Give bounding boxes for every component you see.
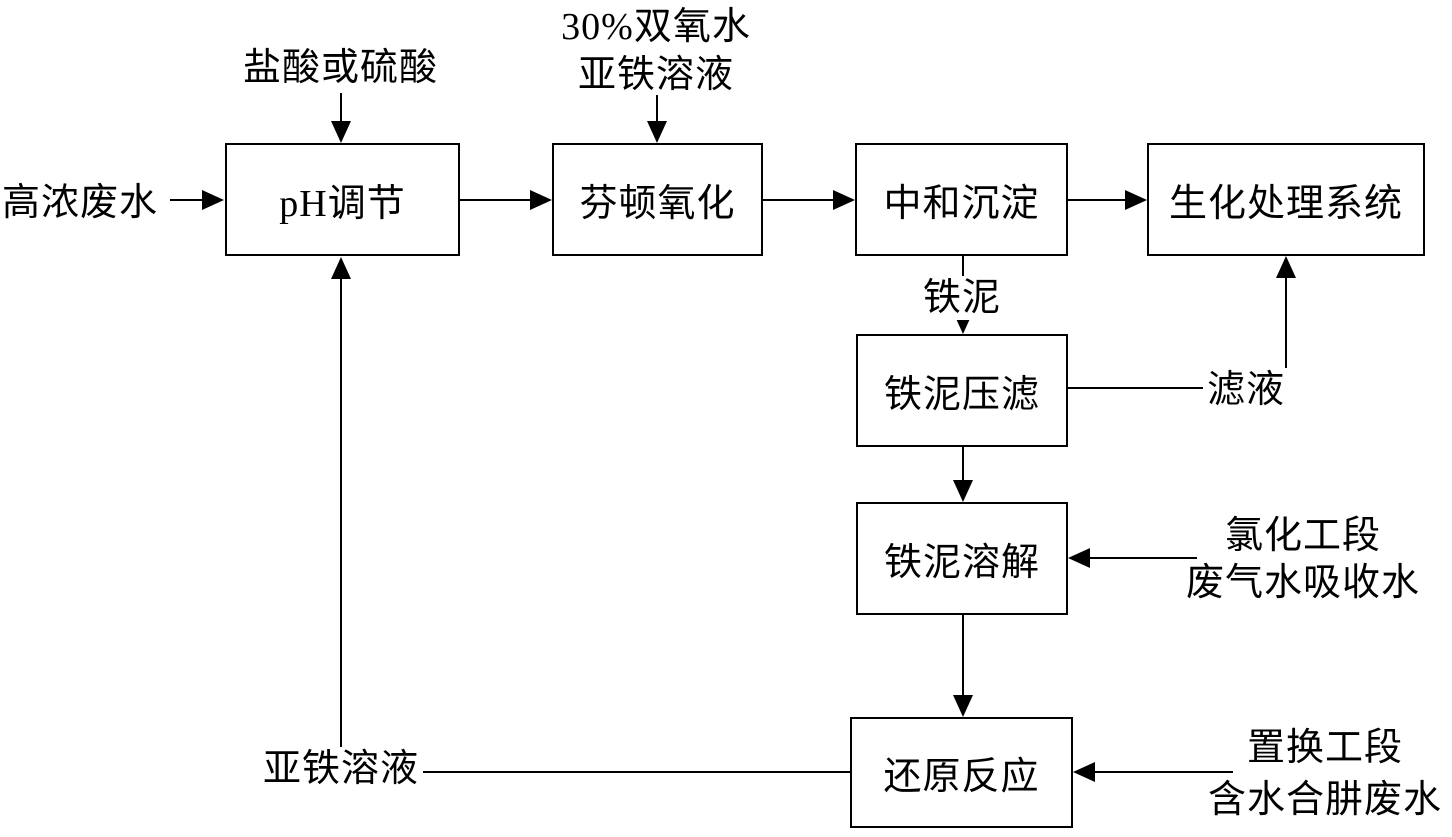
- label-line: 亚铁溶液: [577, 54, 734, 96]
- label-line: 氯化工段: [1224, 515, 1382, 557]
- edge-influent-to-ph: [170, 190, 224, 210]
- label-ferrous-solution-recycle: 亚铁溶液: [258, 747, 424, 791]
- box-label: 芬顿氧化: [579, 183, 736, 225]
- process-box-ph-adjust: pH调节: [225, 143, 460, 256]
- arrowhead-right-icon: [833, 190, 855, 210]
- process-box-sludge-dissolution: 铁泥溶解: [856, 502, 1068, 615]
- arrowhead-down-icon: [953, 480, 973, 502]
- box-label: 铁泥溶解: [883, 542, 1040, 584]
- edge-fenton-to-neutral: [763, 190, 855, 210]
- process-box-fenton-oxidation: 芬顿氧化: [552, 143, 763, 256]
- arrowhead-up-icon: [1276, 256, 1296, 278]
- box-label: 还原反应: [883, 756, 1040, 798]
- arrowhead-left-icon: [1073, 762, 1095, 782]
- edge-acid-to-ph: [331, 93, 351, 143]
- edge-press-to-dissolve: [953, 447, 973, 502]
- box-label: 铁泥压滤: [883, 374, 1040, 416]
- arrowhead-down-icon: [647, 121, 667, 143]
- box-label: pH调节: [279, 183, 406, 225]
- process-box-reduction-reaction: 还原反应: [850, 717, 1073, 828]
- box-label: 生化处理系统: [1168, 183, 1403, 225]
- arrowhead-right-icon: [1125, 190, 1147, 210]
- arrowhead-left-icon: [1068, 548, 1090, 568]
- arrowhead-down-icon: [331, 121, 351, 143]
- edge-ph-to-fenton: [460, 190, 552, 210]
- label-iron-sludge: 铁泥: [918, 276, 1006, 320]
- label-acid-input: 盐酸或硫酸: [243, 47, 439, 89]
- process-box-neutralization: 中和沉淀: [855, 143, 1068, 256]
- label-influent: 高浓废水: [2, 182, 159, 224]
- edge-chlorination-to-dissolve: [1068, 548, 1197, 568]
- label-line: 30%双氧水: [561, 6, 751, 48]
- edge-dissolve-to-reduce: [953, 615, 973, 717]
- label-filtrate: 滤液: [1202, 368, 1290, 412]
- label-line: 含水合肼废水: [1207, 779, 1443, 821]
- arrowhead-right-icon: [202, 190, 224, 210]
- label-line: 置换工段: [1246, 727, 1404, 769]
- box-label: 中和沉淀: [883, 183, 1040, 225]
- arrowhead-right-icon: [530, 190, 552, 210]
- label-chlorination-input: 氯化工段 废气水吸收水: [1186, 513, 1420, 607]
- label-replacement-input: 置换工段 含水合肼废水: [1208, 722, 1442, 826]
- edge-replacement-to-reduce: [1073, 762, 1233, 782]
- label-peroxide-ferrous-input: 30%双氧水 亚铁溶液: [561, 3, 751, 99]
- edge-ferrous-to-ph: [331, 257, 351, 772]
- arrowhead-up-icon: [331, 257, 351, 279]
- process-box-biochemical-system: 生化处理系统: [1147, 143, 1425, 256]
- arrowhead-down-icon: [953, 695, 973, 717]
- process-box-sludge-filter-press: 铁泥压滤: [856, 334, 1068, 447]
- label-line: 废气水吸收水: [1185, 562, 1421, 604]
- edge-neutral-to-bio: [1068, 190, 1147, 210]
- edge-peroxide-to-fenton: [647, 95, 667, 143]
